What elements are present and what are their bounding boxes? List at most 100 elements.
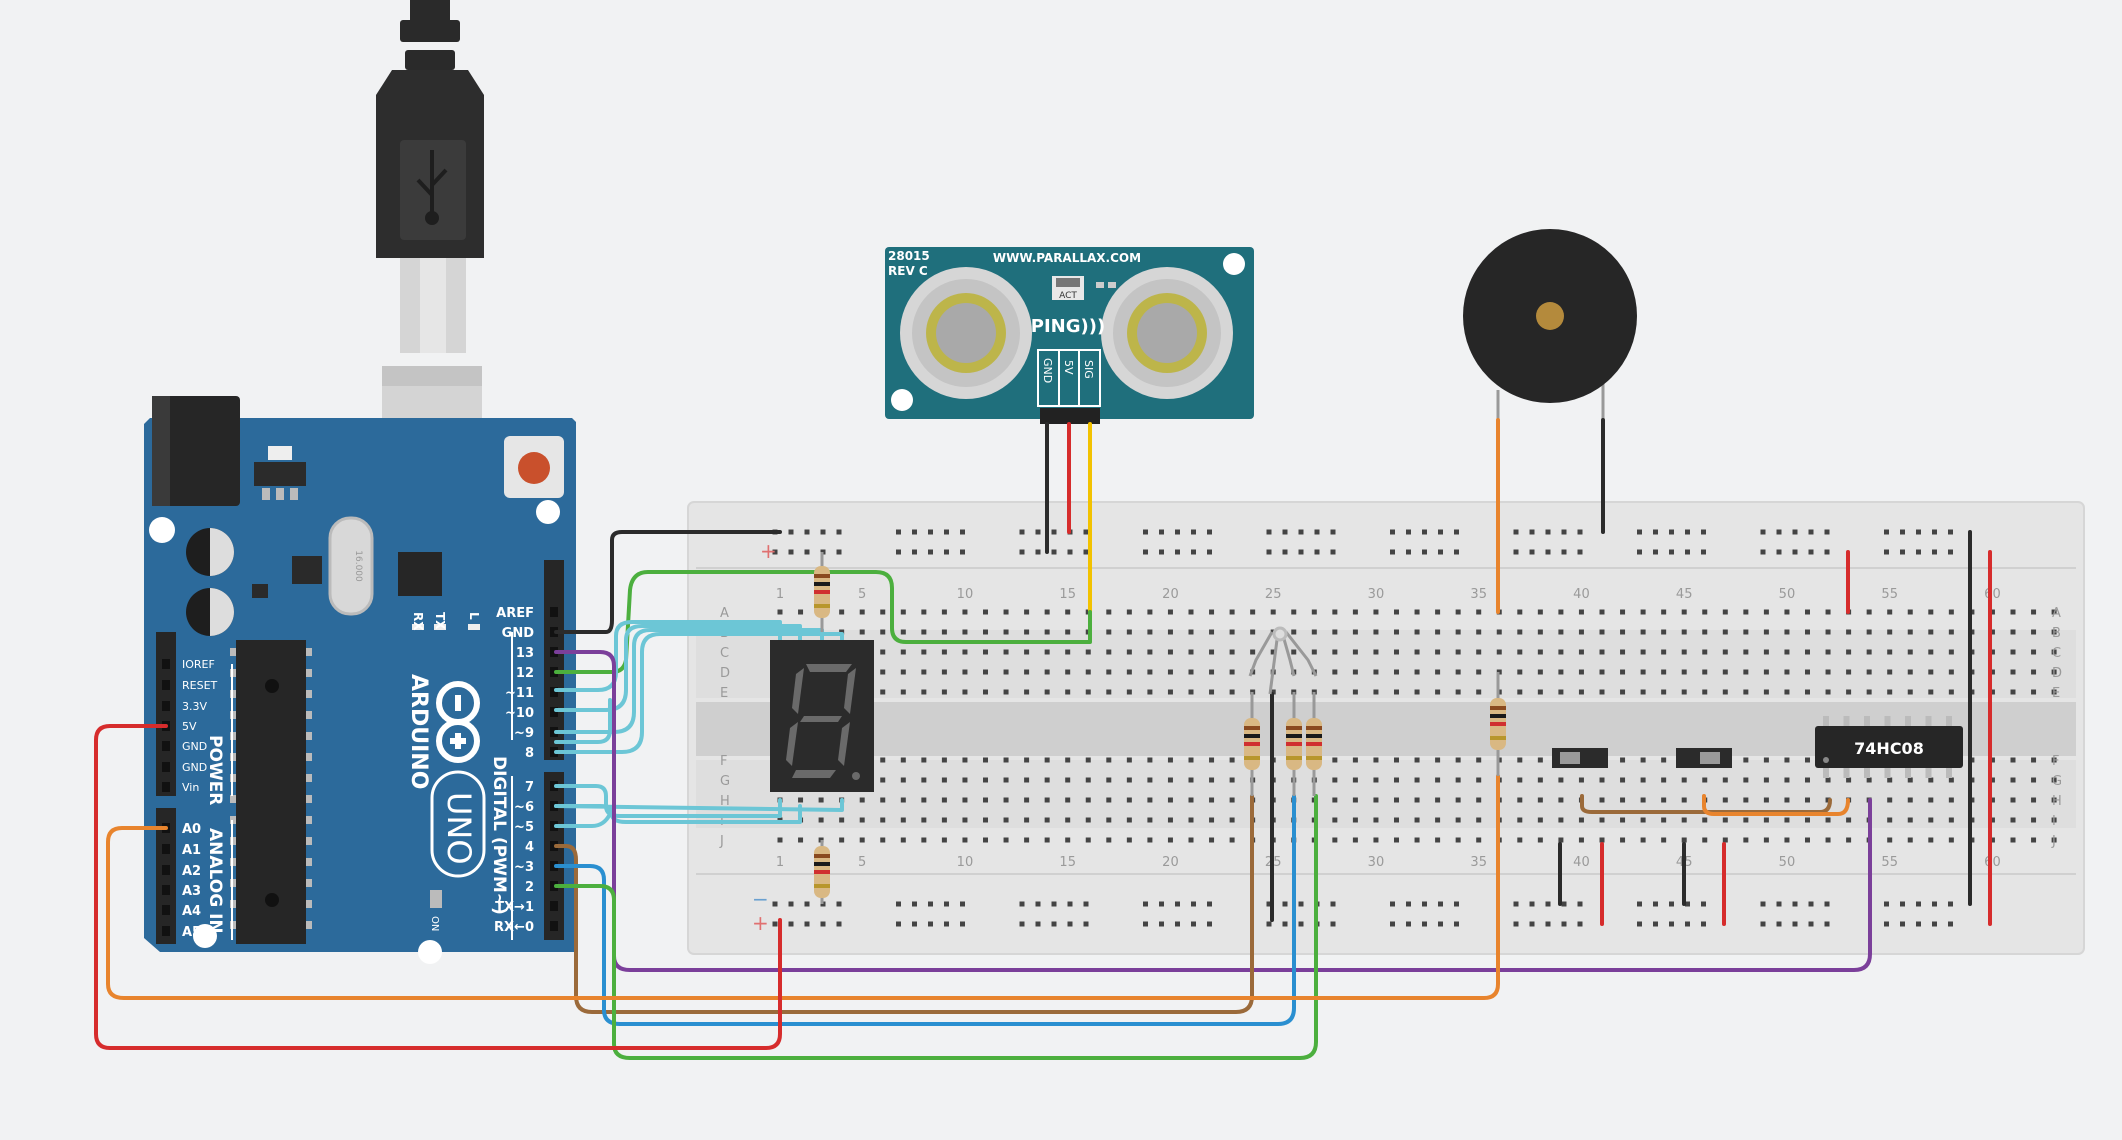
wire-purple-13 <box>554 650 1872 972</box>
column-number: 35 <box>1470 855 1487 870</box>
ping-transducer-left <box>900 267 1032 399</box>
digital-pin-label: 8 <box>525 746 534 761</box>
resistor-bottom[interactable] <box>814 840 830 904</box>
wire-orange-a1 <box>106 774 1500 1000</box>
svg-text:5V: 5V <box>1062 360 1075 375</box>
ping-transducer-right <box>1101 267 1233 399</box>
power-pin-label: 5V <box>182 720 197 733</box>
slide-switch-1[interactable] <box>1552 748 1608 768</box>
wire-gnd <box>554 530 782 634</box>
seven-segment-display[interactable] <box>770 640 874 792</box>
row-letter: B <box>2052 626 2061 641</box>
digital-pin-label: GND <box>502 626 535 641</box>
digital-pin-label: ~10 <box>505 706 534 721</box>
column-number: 20 <box>1162 587 1179 602</box>
wire-cyan-13b <box>554 698 612 744</box>
column-number: 55 <box>1881 855 1898 870</box>
column-number: 55 <box>1881 587 1898 602</box>
wire-orange-switch <box>1702 794 1850 816</box>
wire-cyan-11 <box>554 620 782 692</box>
power-pin-label: Vin <box>182 781 199 794</box>
row-letter: D <box>720 666 730 681</box>
column-number: 50 <box>1779 587 1796 602</box>
column-number: 60 <box>1984 587 2001 602</box>
resistor-rgb-3[interactable] <box>1306 692 1322 796</box>
power-pin-label: 3.3V <box>182 700 207 713</box>
row-letter: H <box>2052 794 2062 809</box>
column-number: 30 <box>1368 587 1385 602</box>
row-letter: H <box>720 794 730 809</box>
row-letter: G <box>2052 774 2062 789</box>
column-number: 50 <box>1779 855 1796 870</box>
reset-button[interactable] <box>518 452 550 484</box>
digital-pin-label: 4 <box>525 840 534 855</box>
led-indicators: RX TX L ON <box>411 612 481 931</box>
svg-text:RX: RX <box>411 612 425 631</box>
svg-text:SIG: SIG <box>1082 360 1095 379</box>
row-letter: J <box>2051 834 2056 849</box>
capacitor-1 <box>186 528 234 576</box>
digital-pin-label: RX←0 <box>494 920 534 935</box>
analog-pin-label: A1 <box>182 843 201 858</box>
wire-green-2 <box>554 794 1318 1060</box>
row-letter: I <box>2052 814 2056 829</box>
rgb-led[interactable] <box>1248 626 1318 695</box>
rail-minus-bottom: − <box>752 887 769 911</box>
column-number: 5 <box>858 855 866 870</box>
piezo-buzzer[interactable] <box>1463 229 1637 420</box>
power-pin-label: IOREF <box>182 658 215 671</box>
column-number: 5 <box>858 587 866 602</box>
svg-text:TX: TX <box>433 612 447 630</box>
digital-pin-label: 13 <box>516 646 534 661</box>
column-number: 20 <box>1162 855 1179 870</box>
digital-pin-label: ~3 <box>514 860 534 875</box>
svg-text:WWW.PARALLAX.COM: WWW.PARALLAX.COM <box>993 251 1141 265</box>
wire-red-5v <box>94 724 782 1050</box>
svg-text:28015: 28015 <box>888 249 930 263</box>
svg-text:ON: ON <box>429 916 440 931</box>
power-pin-label: GND <box>182 761 207 774</box>
svg-text:GND: GND <box>1041 358 1054 383</box>
column-number: 25 <box>1265 587 1282 602</box>
capacitor-2 <box>186 588 234 636</box>
analog-pin-label: A0 <box>182 822 201 837</box>
wire-cyan-6b <box>554 798 844 812</box>
ic-label: 74HC08 <box>1854 739 1924 758</box>
arduino-uno[interactable]: 16.000 RX TX L ON ARDUINO UNO DIGITAL (P… <box>144 396 576 964</box>
rail-plus-top: + <box>760 539 777 563</box>
row-letter: C <box>2052 646 2061 661</box>
slide-switch-2[interactable] <box>1676 748 1732 768</box>
svg-text:REV C: REV C <box>888 264 928 278</box>
column-number: 10 <box>957 855 974 870</box>
column-number: 35 <box>1470 587 1487 602</box>
row-letter: A <box>2052 606 2061 621</box>
analog-pin-label: A4 <box>182 904 201 919</box>
arduino-brand: ARDUINO <box>406 674 431 789</box>
ping-sensor[interactable]: 28015 REV C WWW.PARALLAX.COM ACT PING)))… <box>885 247 1254 424</box>
analog-pin-label: A5 <box>182 925 201 940</box>
analog-pin-label: A2 <box>182 864 201 879</box>
ic-74hc08[interactable]: 74HC08 <box>1815 716 1963 778</box>
column-number: 15 <box>1059 855 1076 870</box>
power-header: POWER <box>205 735 225 805</box>
crystal-oscillator: 16.000 <box>328 516 374 616</box>
power-pin-label: GND <box>182 740 207 753</box>
usb-icon <box>416 150 448 225</box>
resistor-rgb-2[interactable] <box>1286 692 1302 796</box>
digital-header: DIGITAL (PWM~) <box>489 756 509 915</box>
column-number: 1 <box>776 855 784 870</box>
resistor-top[interactable] <box>814 552 830 632</box>
digital-pin-label: TX→1 <box>495 900 534 915</box>
resistor-buzzer[interactable] <box>1490 672 1506 776</box>
digital-pin-label: 7 <box>525 780 534 795</box>
svg-text:L: L <box>467 612 481 620</box>
analog-pin-label: A3 <box>182 884 201 899</box>
row-letter: F <box>720 754 727 769</box>
breadboard-labels: 1155101015152020252530303535404045455050… <box>719 587 2062 870</box>
resistor-rgb-1[interactable] <box>1244 692 1260 796</box>
svg-text:ACT: ACT <box>1059 291 1077 301</box>
column-number: 40 <box>1573 855 1590 870</box>
column-number: 40 <box>1573 587 1590 602</box>
wire-cyan-5 <box>554 812 612 828</box>
